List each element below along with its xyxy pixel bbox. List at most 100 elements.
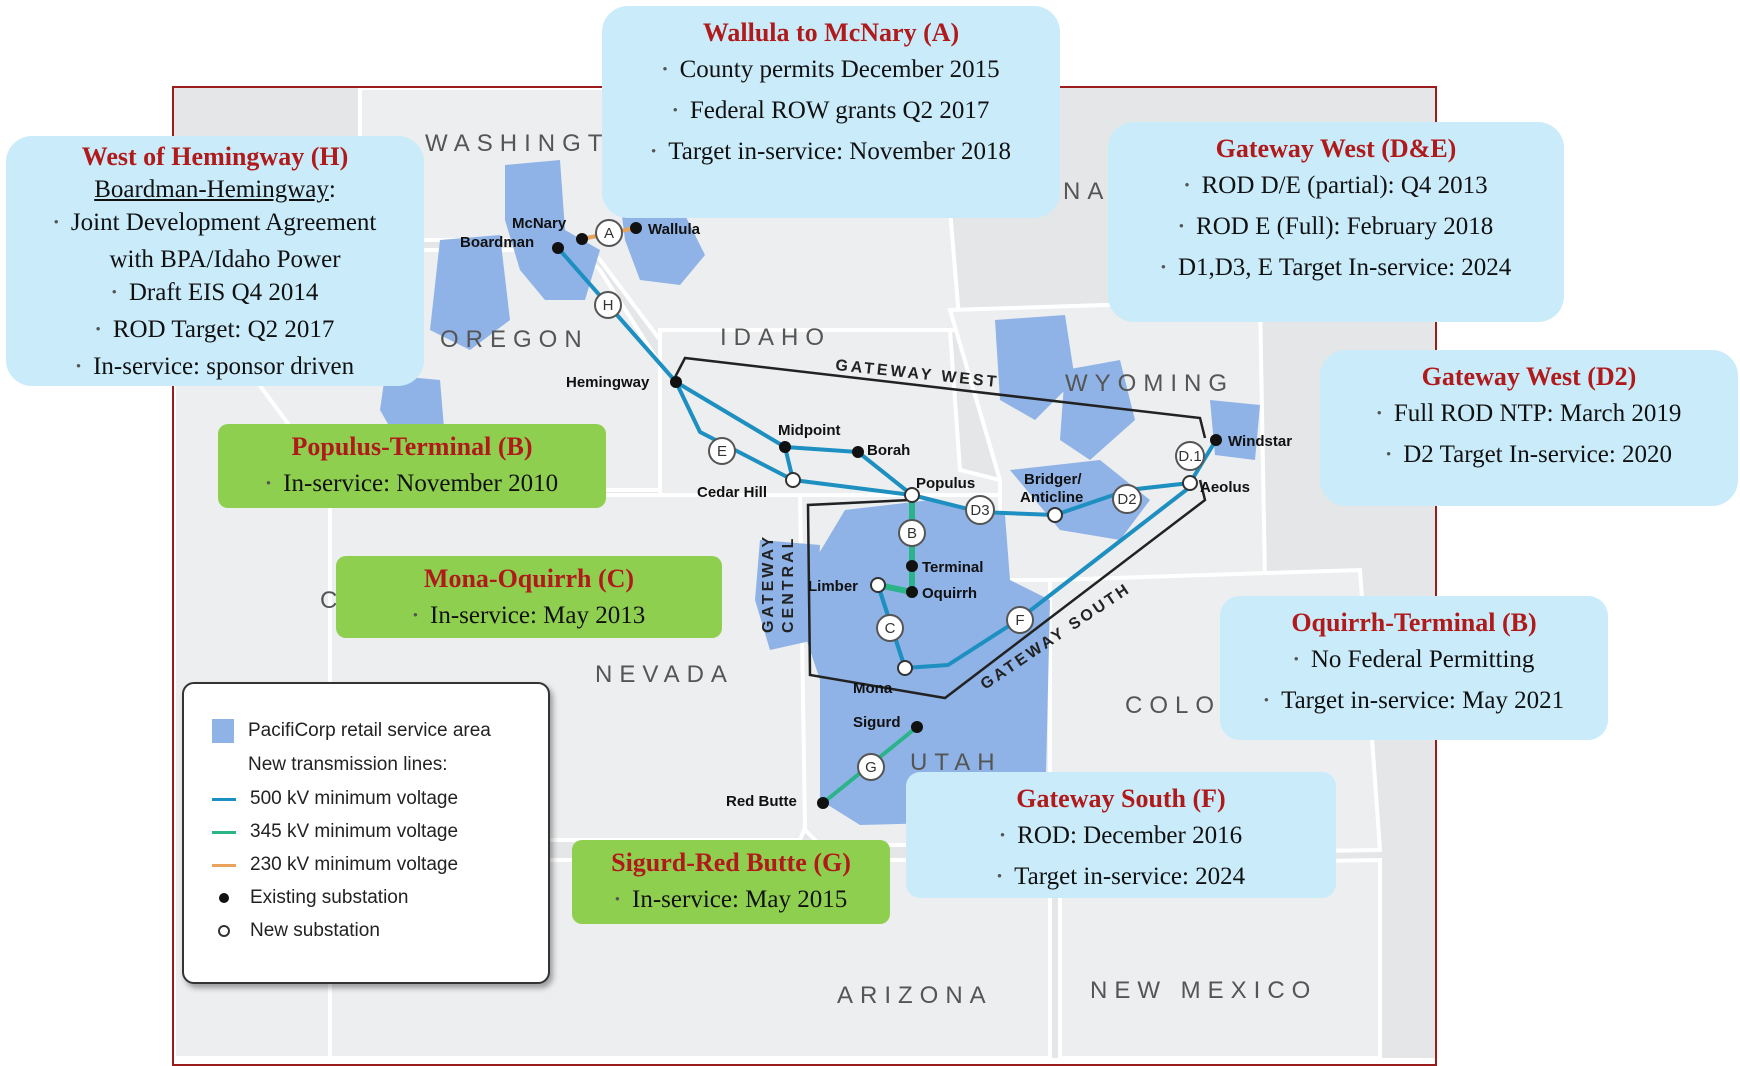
label-terminal: Terminal: [922, 559, 983, 576]
callout-title: Mona-Oquirrh (C): [423, 564, 635, 593]
callout-item: Draft EIS Q4 2014: [16, 276, 414, 313]
callout-item: Target in-service: May 2021: [1230, 682, 1598, 723]
label-mona: Mona: [853, 680, 893, 697]
legend-swatch-345kv: [212, 830, 236, 834]
callout-title: Wallula to McNary (A): [702, 18, 960, 47]
callout-item: ROD: December 2016: [916, 817, 1326, 858]
substation-labels: McNary Boardman Wallula Hemingway Midpoi…: [460, 215, 1292, 810]
svg-text:A: A: [604, 225, 614, 242]
callout-oquirrh-terminal: Oquirrh-Terminal (B) No Federal Permitti…: [1220, 596, 1608, 740]
label-borah: Borah: [867, 442, 910, 459]
callout-item: Target in-service: November 2018: [614, 133, 1048, 174]
legend-swatch-230kv: [212, 863, 236, 867]
label-red-butte: Red Butte: [726, 793, 797, 810]
corridor-label-gateway-central-1: GATEWAY: [760, 534, 777, 633]
substation-limber: [870, 577, 886, 593]
corridor-brackets: [670, 356, 1207, 700]
state-label-utah: UTAH: [910, 749, 1002, 776]
corridor-label-gateway-central-2: CENTRAL: [780, 536, 797, 633]
callout-title: Sigurd-Red Butte (G): [611, 848, 851, 877]
callout-item: D1,D3, E Target In-service: 2024: [1120, 249, 1552, 290]
svg-text:D.1: D.1: [1178, 448, 1201, 465]
state-label-colorado: COLO: [1125, 692, 1221, 719]
substation-populus: [904, 487, 920, 503]
svg-text:H: H: [603, 297, 614, 314]
substation-mcnary: [576, 233, 588, 245]
callout-item: County permits December 2015: [614, 51, 1048, 92]
label-midpoint: Midpoint: [778, 422, 840, 439]
callout-sigurd-red-butte: Sigurd-Red Butte (G) In-service: May 201…: [572, 840, 890, 924]
segment-marker-d3: D3: [965, 495, 995, 525]
svg-text:F: F: [1015, 612, 1024, 629]
substation-boardman: [552, 242, 564, 254]
callout-populus-terminal: Populus-Terminal (B) In-service: Novembe…: [218, 424, 606, 508]
label-windstar: Windstar: [1228, 433, 1292, 450]
segment-markers: A H E D3 D2 D.1 B C F G: [594, 219, 1205, 781]
callout-gateway-south: Gateway South (F) ROD: December 2016 Tar…: [906, 772, 1336, 898]
substation-terminal: [906, 560, 918, 572]
substation-midpoint: [779, 441, 791, 453]
segment-marker-f: F: [1006, 606, 1034, 634]
svg-text:C: C: [885, 620, 896, 637]
callout-west-of-hemingway: West of Hemingway (H) Boardman-Hemingway…: [6, 136, 424, 386]
segment-marker-d1: D.1: [1175, 441, 1205, 471]
state-label-idaho: IDAHO: [720, 324, 831, 351]
substation-aeolus: [1182, 475, 1198, 491]
svg-text:B: B: [907, 525, 917, 542]
state-label-new-mexico: NEW MEXICO: [1090, 977, 1317, 1004]
label-cedar-hill: Cedar Hill: [697, 484, 767, 501]
callout-item: No Federal Permitting: [1230, 641, 1598, 682]
new-substation-icon: [218, 925, 230, 937]
callout-item: D2 Target In-service: 2020: [1332, 436, 1726, 477]
svg-text:D2: D2: [1117, 491, 1136, 508]
callout-item: ROD E (Full): February 2018: [1120, 208, 1552, 249]
substation-borah: [852, 446, 864, 458]
label-populus: Populus: [916, 475, 975, 492]
legend-new-substation: New substation: [212, 916, 380, 946]
substation-oquirrh: [906, 586, 918, 598]
legend-new-lines-heading: New transmission lines:: [248, 754, 448, 775]
state-label-oregon: OREGON: [440, 326, 589, 353]
substation-wallula: [630, 222, 642, 234]
segment-marker-d2: D2: [1112, 484, 1142, 514]
callout-item: In-service: May 2015: [582, 881, 880, 922]
svg-text:G: G: [865, 759, 877, 776]
segment-marker-e: E: [708, 437, 736, 465]
substation-windstar: [1210, 434, 1222, 446]
legend-service-area: PacifiCorp retail service area: [212, 716, 491, 746]
callout-title: Oquirrh-Terminal (B): [1291, 608, 1537, 637]
substation-bridger: [1047, 507, 1063, 523]
callout-title: West of Hemingway (H): [81, 142, 349, 171]
svg-text:D3: D3: [970, 502, 989, 519]
callout-gateway-west-de: Gateway West (D&E) ROD D/E (partial): Q4…: [1108, 122, 1564, 322]
callout-wallula-mcnary: Wallula to McNary (A) County permits Dec…: [602, 6, 1060, 218]
callout-item: In-service: sponsor driven: [16, 350, 414, 387]
legend-230kv: 230 kV minimum voltage: [212, 850, 458, 880]
callout-item: ROD D/E (partial): Q4 2013: [1120, 167, 1552, 208]
callout-item-cont: with BPA/Idaho Power: [109, 246, 341, 273]
segment-marker-c: C: [876, 614, 904, 642]
substation-sigurd: [911, 721, 923, 733]
callout-item: In-service: November 2010: [228, 465, 596, 506]
callout-title: Gateway West (D2): [1421, 362, 1637, 391]
substation-mona: [897, 660, 913, 676]
label-anticline: Anticline: [1020, 489, 1083, 506]
segment-marker-g: G: [857, 753, 885, 781]
callout-mona-oquirrh: Mona-Oquirrh (C) In-service: May 2013: [336, 556, 722, 638]
substation-cedar-hill: [785, 472, 801, 488]
callout-title: Gateway South (F): [1016, 784, 1226, 813]
callout-item: ROD Target: Q2 2017: [16, 313, 414, 350]
callout-item: In-service: May 2013: [346, 597, 712, 638]
callout-item: Full ROD NTP: March 2019: [1332, 395, 1726, 436]
callout-title: Gateway West (D&E): [1215, 134, 1457, 163]
state-label-nevada: NEVADA: [595, 661, 734, 688]
state-label-california: C: [320, 587, 344, 614]
svg-text:E: E: [717, 443, 727, 460]
legend-345kv: 345 kV minimum voltage: [212, 817, 458, 847]
line-500kv-e: [674, 380, 914, 497]
line-500kv-midpoint: [674, 380, 914, 497]
label-bridger: Bridger/: [1024, 471, 1082, 488]
legend-swatch-500kv: [212, 797, 236, 801]
callout-title: Populus-Terminal (B): [291, 432, 533, 461]
service-area-regions: [340, 160, 1260, 825]
